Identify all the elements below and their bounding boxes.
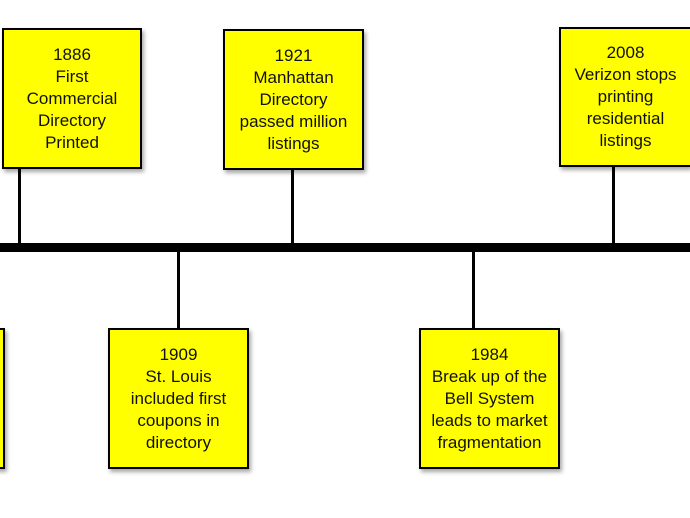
event-text-line: residential	[586, 109, 665, 128]
event-text-line: Directory	[37, 110, 106, 130]
event-box-1886: 1886 First Commercial Directory Printed	[2, 28, 142, 169]
event-text-line: Directory	[259, 89, 328, 109]
connector-2008	[612, 166, 615, 246]
event-text-line: Commercial	[26, 88, 118, 108]
event-text-line: included first	[130, 388, 227, 408]
event-text-line: leads to market	[431, 410, 548, 430]
event-box-partial-left	[0, 328, 5, 469]
event-box-1984: 1984 Break up of the Bell System leads t…	[419, 328, 560, 469]
event-year: 2008	[606, 43, 645, 62]
event-text-line: First	[55, 66, 89, 86]
event-year: 1921	[274, 45, 313, 65]
event-year: 1909	[159, 344, 198, 364]
event-text-line: listings	[267, 133, 320, 153]
event-text-line: Bell System	[444, 388, 535, 408]
event-text-line: directory	[145, 432, 212, 452]
event-box-1921: 1921 Manhattan Directory passed million …	[223, 29, 364, 170]
connector-1984	[472, 250, 475, 330]
event-box-1909: 1909 St. Louis included first coupons in…	[108, 328, 249, 469]
event-text-line: Break up of the	[431, 366, 548, 386]
event-text-line: fragmentation	[437, 432, 542, 452]
event-year: 1984	[470, 344, 509, 364]
event-text-line: Manhattan	[253, 67, 334, 87]
timeline-axis	[0, 243, 690, 252]
connector-1909	[177, 250, 180, 330]
event-text-line: coupons in	[137, 410, 220, 430]
event-year: 1886	[53, 44, 91, 64]
event-text-line: listings	[599, 131, 652, 150]
event-box-2008: 2008 Verizon stops printing residential …	[559, 27, 690, 167]
connector-1886	[18, 168, 21, 246]
event-text-line: Verizon stops	[574, 65, 677, 84]
event-text-line: passed million	[239, 111, 348, 131]
event-text-line: Printed	[45, 132, 99, 152]
event-text-line: St. Louis	[145, 366, 212, 386]
connector-1921	[291, 168, 294, 246]
event-text-line: printing	[597, 87, 654, 106]
